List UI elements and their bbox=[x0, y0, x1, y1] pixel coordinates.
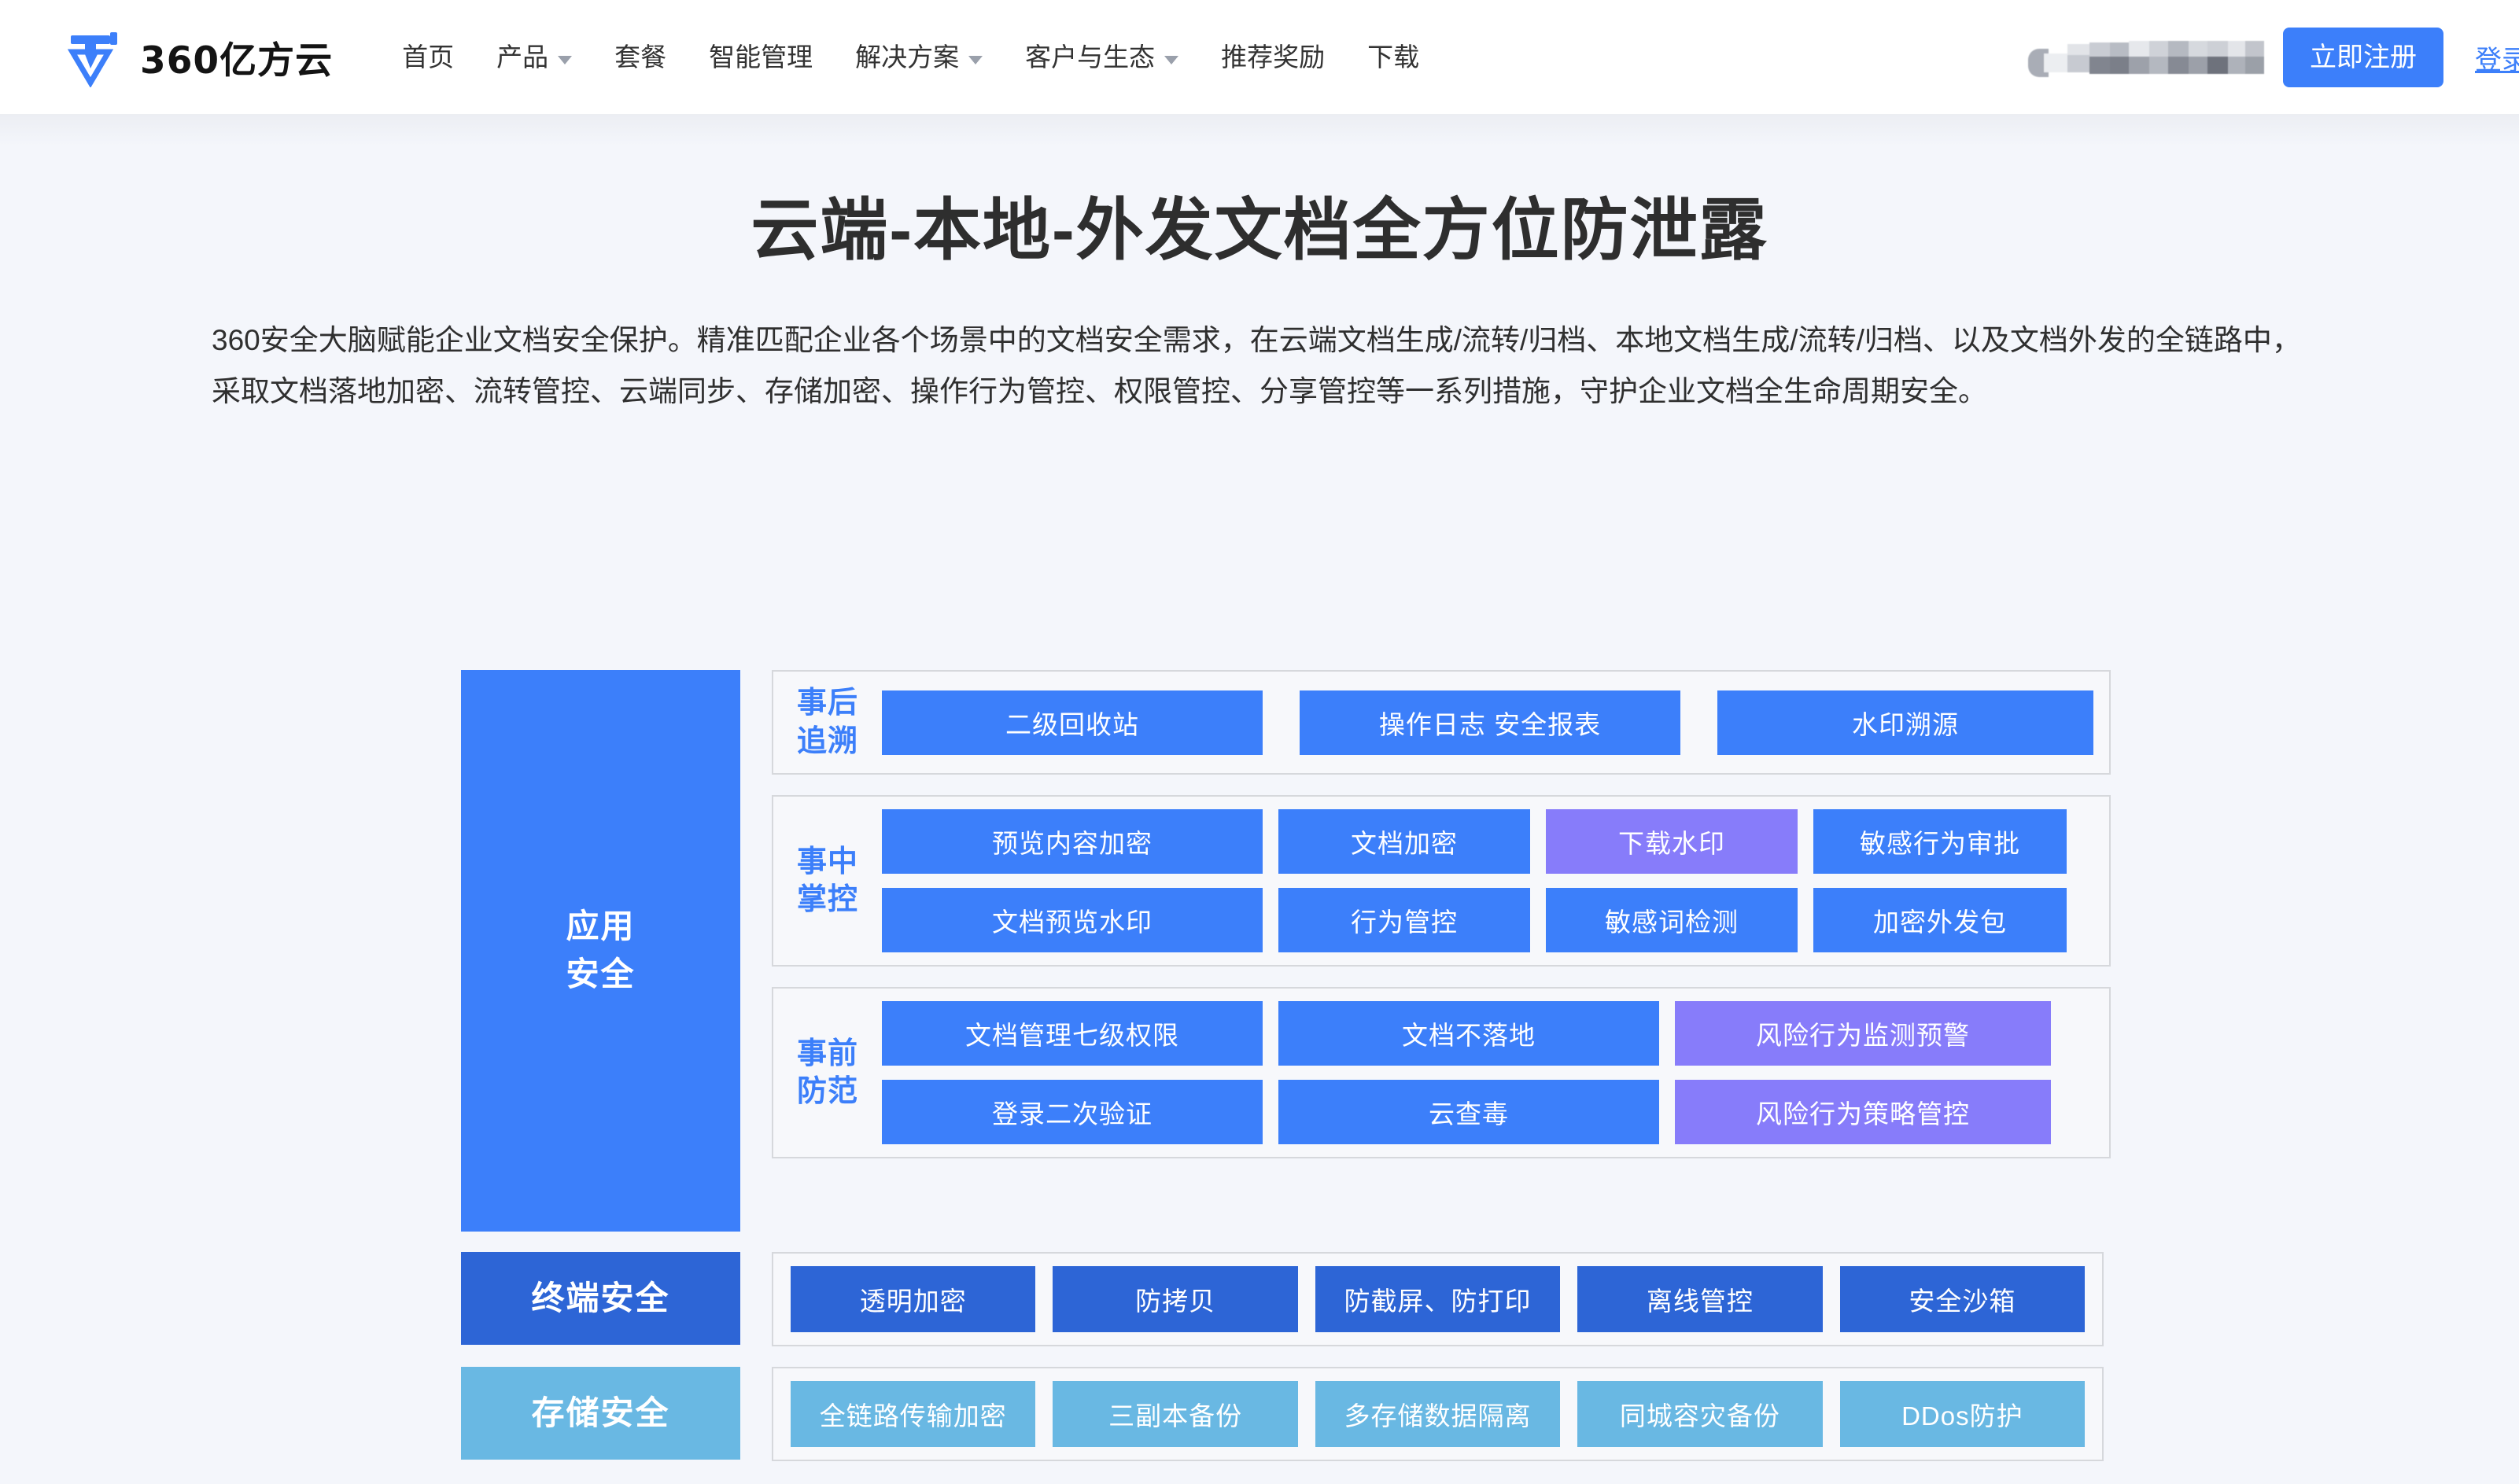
feature-tile[interactable]: 加密外发包 bbox=[1813, 888, 2067, 953]
tile-row: 文档管理七级权限 文档不落地 风险行为监测预警 bbox=[882, 1001, 2093, 1066]
feature-tile[interactable]: 操作日志 安全报表 bbox=[1300, 690, 1680, 755]
feature-tile[interactable]: 敏感词检测 bbox=[1546, 888, 1798, 953]
user-account-redacted[interactable] bbox=[2028, 36, 2264, 79]
phase-label-post-incident-trace: 事后 追溯 bbox=[789, 684, 866, 760]
page-body: 云端-本地-外发文档全方位防泄露 360安全大脑赋能企业文档安全保护。精准匹配企… bbox=[0, 115, 2519, 1484]
layer-label-application-security: 应用 安全 bbox=[461, 670, 740, 1232]
feature-tile[interactable]: 下载水印 bbox=[1546, 809, 1798, 875]
endpoint-tile-row: 透明加密 防拷贝 防截屏、防打印 离线管控 安全沙箱 bbox=[772, 1252, 2104, 1346]
page-description: 360安全大脑赋能企业文档安全保护。精准匹配企业各个场景中的文档安全需求，在云端… bbox=[212, 324, 2301, 407]
nav-item-label: 套餐 bbox=[614, 42, 667, 72]
nav-item-customers-ecosystem[interactable]: 客户与生态 bbox=[1025, 42, 1179, 72]
nav-item-products[interactable]: 产品 bbox=[496, 42, 573, 72]
phase-label-line1: 事中 bbox=[796, 845, 858, 878]
feature-tile[interactable]: 透明加密 bbox=[791, 1266, 1036, 1332]
phase-post-incident-trace: 事后 追溯 二级回收站 操作日志 安全报表 水印溯源 bbox=[772, 670, 2111, 775]
register-button[interactable]: 立即注册 bbox=[2283, 28, 2443, 87]
feature-tile[interactable]: 预览内容加密 bbox=[882, 809, 1263, 875]
header-right: 立即注册 登录 bbox=[2028, 0, 2519, 115]
nav-item-referral-rewards[interactable]: 推荐奖励 bbox=[1221, 44, 1325, 70]
feature-tile[interactable]: 风险行为监测预警 bbox=[1675, 1001, 2051, 1066]
feature-tile[interactable]: 安全沙箱 bbox=[1839, 1266, 2086, 1332]
feature-tile[interactable]: 文档预览水印 bbox=[882, 888, 1263, 953]
phase-label-line2: 防范 bbox=[796, 1075, 858, 1109]
security-architecture-diagram: 应用 安全 事后 追溯 二级回收站 操作日志 安全报表 水印溯源 bbox=[461, 670, 2111, 1461]
feature-tile[interactable]: 登录二次验证 bbox=[882, 1080, 1263, 1145]
login-link[interactable]: 登录 bbox=[2475, 45, 2519, 75]
feature-tile[interactable]: 文档不落地 bbox=[1278, 1001, 1659, 1066]
phase-tile-grid: 二级回收站 操作日志 安全报表 水印溯源 bbox=[882, 690, 2093, 755]
nav-item-label: 推荐奖励 bbox=[1221, 42, 1326, 72]
layer-label-line1: 应用 bbox=[566, 908, 636, 945]
phase-tile-grid: 文档管理七级权限 文档不落地 风险行为监测预警 登录二次验证 云查毒 风险行为策… bbox=[882, 1001, 2093, 1145]
storage-security-layer: 存储安全 全链路传输加密 三副本备份 多存储数据隔离 同城容灾备份 DDos防护 bbox=[461, 1367, 2104, 1461]
feature-tile[interactable]: 防截屏、防打印 bbox=[1315, 1266, 1561, 1332]
feature-tile[interactable]: DDos防护 bbox=[1839, 1381, 2086, 1447]
feature-tile[interactable]: 水印溯源 bbox=[1717, 690, 2093, 755]
feature-tile[interactable]: 行为管控 bbox=[1278, 888, 1530, 953]
nav-item-label: 解决方案 bbox=[855, 42, 960, 72]
layer-label-endpoint-security: 终端安全 bbox=[461, 1252, 740, 1345]
phase-pre-incident-prevention: 事前 防范 文档管理七级权限 文档不落地 风险行为监测预警 登录二次验证 云查毒… bbox=[772, 987, 2111, 1159]
feature-tile[interactable]: 敏感行为审批 bbox=[1813, 809, 2067, 875]
brand-name: 360亿方云 bbox=[140, 39, 334, 83]
nav-item-download[interactable]: 下载 bbox=[1367, 44, 1419, 70]
chevron-down-icon bbox=[968, 56, 983, 64]
phase-label-in-progress-control: 事中 掌控 bbox=[789, 843, 866, 919]
tile-row: 二级回收站 操作日志 安全报表 水印溯源 bbox=[882, 690, 2093, 755]
tile-row: 预览内容加密 文档加密 下载水印 敏感行为审批 bbox=[882, 809, 2093, 875]
feature-tile[interactable]: 防拷贝 bbox=[1053, 1266, 1298, 1332]
feature-tile[interactable]: 云查毒 bbox=[1278, 1080, 1659, 1145]
nav-item-label: 客户与生态 bbox=[1025, 42, 1156, 72]
tile-row: 文档预览水印 行为管控 敏感词检测 加密外发包 bbox=[882, 888, 2093, 953]
feature-tile[interactable]: 离线管控 bbox=[1577, 1266, 1823, 1332]
nav-item-packages[interactable]: 套餐 bbox=[614, 44, 666, 70]
storage-tile-row: 全链路传输加密 三副本备份 多存储数据隔离 同城容灾备份 DDos防护 bbox=[772, 1367, 2104, 1461]
endpoint-security-layer: 终端安全 透明加密 防拷贝 防截屏、防打印 离线管控 安全沙箱 bbox=[461, 1252, 2104, 1346]
nav-item-label: 产品 bbox=[496, 42, 549, 72]
feature-tile[interactable]: 文档管理七级权限 bbox=[882, 1001, 1263, 1066]
phase-label-line2: 追溯 bbox=[796, 724, 858, 758]
application-security-layer: 应用 安全 事后 追溯 二级回收站 操作日志 安全报表 水印溯源 bbox=[461, 670, 2111, 1232]
feature-tile[interactable]: 全链路传输加密 bbox=[791, 1381, 1036, 1447]
nav-item-solutions[interactable]: 解决方案 bbox=[855, 44, 983, 70]
nav-item-label: 智能管理 bbox=[709, 42, 813, 72]
feature-tile[interactable]: 文档加密 bbox=[1278, 809, 1530, 875]
tile-row: 登录二次验证 云查毒 风险行为策略管控 bbox=[882, 1080, 2093, 1145]
site-header: 360亿方云 首页 产品 套餐 智能管理 解决方案 客户与生态 推荐奖励 下载 bbox=[0, 0, 2519, 115]
nav-item-home[interactable]: 首页 bbox=[402, 44, 454, 70]
feature-tile[interactable]: 二级回收站 bbox=[882, 690, 1263, 755]
feature-tile[interactable]: 风险行为策略管控 bbox=[1675, 1080, 2051, 1145]
brand[interactable]: 360亿方云 bbox=[66, 28, 334, 88]
phase-label-line2: 掌控 bbox=[796, 883, 858, 917]
phase-label-line1: 事前 bbox=[796, 1037, 858, 1070]
layer-label-line2: 安全 bbox=[566, 956, 636, 992]
yifangyun-logo-icon bbox=[66, 28, 126, 88]
phase-label-pre-incident-prevention: 事前 防范 bbox=[789, 1035, 866, 1111]
nav-item-label: 首页 bbox=[402, 42, 455, 72]
phase-label-line1: 事后 bbox=[796, 687, 858, 720]
nav-item-smart-management[interactable]: 智能管理 bbox=[709, 44, 813, 70]
chevron-down-icon bbox=[558, 56, 573, 64]
page-title: 云端-本地-外发文档全方位防泄露 bbox=[751, 193, 1768, 268]
feature-tile[interactable]: 多存储数据隔离 bbox=[1315, 1381, 1561, 1447]
phase-in-progress-control: 事中 掌控 预览内容加密 文档加密 下载水印 敏感行为审批 文档预览水印 行为管… bbox=[772, 795, 2111, 967]
nav-item-label: 下载 bbox=[1367, 42, 1420, 72]
layer-label-storage-security: 存储安全 bbox=[461, 1367, 740, 1460]
chevron-down-icon bbox=[1164, 56, 1179, 64]
application-phase-stack: 事后 追溯 二级回收站 操作日志 安全报表 水印溯源 事中 bbox=[772, 670, 2111, 1232]
phase-tile-grid: 预览内容加密 文档加密 下载水印 敏感行为审批 文档预览水印 行为管控 敏感词检… bbox=[882, 809, 2093, 953]
main-nav: 首页 产品 套餐 智能管理 解决方案 客户与生态 推荐奖励 下载 bbox=[402, 44, 1419, 70]
feature-tile[interactable]: 三副本备份 bbox=[1053, 1381, 1298, 1447]
feature-tile[interactable]: 同城容灾备份 bbox=[1577, 1381, 1823, 1447]
